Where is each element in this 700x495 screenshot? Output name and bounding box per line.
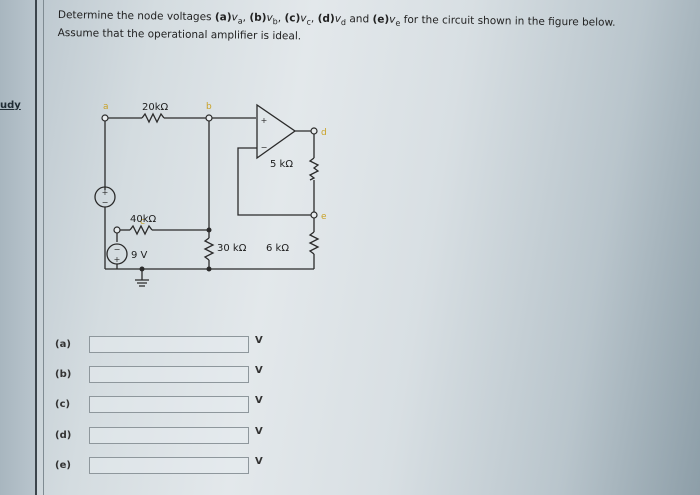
- answer-input-e[interactable]: [89, 456, 249, 474]
- circuit-diagram: + − − + + − a b c d e 20kΩ 40kΩ 30 kΩ 5 …: [94, 102, 327, 287]
- node-a-label: a: [103, 102, 109, 112]
- answer-row-c: (c) V: [55, 392, 263, 416]
- node-e-label: e: [321, 212, 327, 222]
- left-sidebar-panel: [0, 0, 36, 495]
- resistor-20k-label: 20kΩ: [142, 102, 169, 113]
- answer-row-b: (b) V: [55, 362, 263, 386]
- answer-input-b[interactable]: [89, 365, 249, 383]
- resistor-40k-label: 40kΩ: [130, 214, 157, 225]
- node-d-terminal: [310, 127, 318, 135]
- svg-text:−: −: [102, 198, 109, 207]
- resistor-6k: [308, 231, 320, 255]
- node-b-label: b: [206, 102, 212, 112]
- node-b-terminal: [205, 114, 213, 122]
- answer-input-c[interactable]: [89, 395, 249, 413]
- svg-text:+: +: [102, 188, 109, 197]
- opamp-triangle: [256, 103, 297, 160]
- node-c-terminal: [113, 226, 121, 234]
- resistor-20k: [141, 112, 165, 124]
- answer-input-a[interactable]: [89, 335, 249, 353]
- answer-row-a: (a) V: [55, 332, 263, 356]
- resistor-5k: [308, 157, 320, 181]
- panel-divider-secondary: [43, 0, 44, 495]
- answer-row-d: (d) V: [55, 423, 263, 447]
- study-link[interactable]: udy: [0, 100, 21, 111]
- resistor-6k-label: 6 kΩ: [266, 243, 289, 254]
- svg-text:−: −: [114, 245, 121, 254]
- resistor-30k-label: 30 kΩ: [217, 243, 247, 254]
- svg-text:+: +: [261, 116, 268, 125]
- answer-input-d[interactable]: [89, 426, 249, 444]
- panel-divider: [35, 0, 37, 495]
- answer-row-e: (e) V: [55, 453, 263, 477]
- source-9v-label: 9 V: [131, 250, 148, 261]
- question-text: Determine the node voltages (a)va, (b)vb…: [58, 8, 616, 48]
- resistor-40k: [129, 224, 153, 236]
- svg-text:+: +: [114, 255, 121, 264]
- node-a-terminal: [101, 114, 109, 122]
- node-c-label: c: [140, 217, 145, 227]
- resistor-30k: [203, 237, 215, 261]
- node-d-label: d: [321, 128, 327, 138]
- svg-text:−: −: [261, 143, 268, 152]
- resistor-5k-label: 5 kΩ: [270, 159, 293, 170]
- node-e-terminal: [310, 211, 318, 219]
